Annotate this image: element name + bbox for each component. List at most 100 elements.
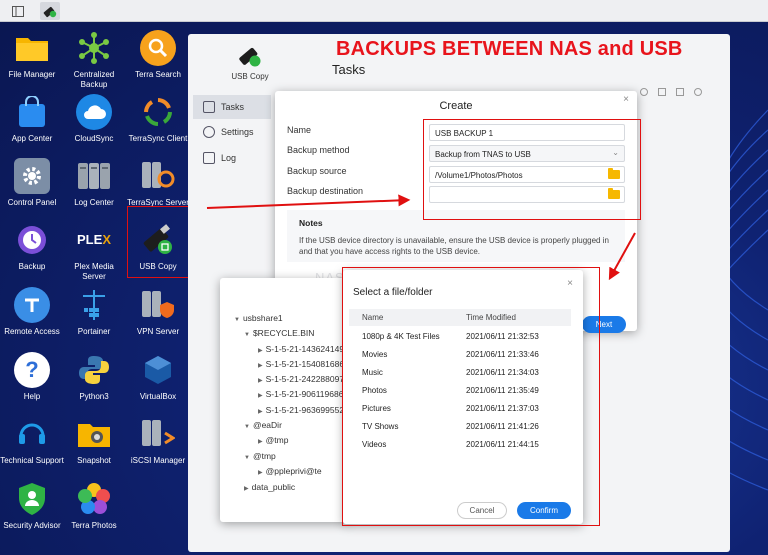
source-field[interactable]: /Volume1/Photos/Photos bbox=[429, 166, 625, 183]
desktop-icon-vpn-server[interactable]: VPN Server bbox=[126, 287, 190, 337]
edit-icon[interactable] bbox=[658, 88, 666, 96]
desktop-icon-snapshot[interactable]: Snapshot bbox=[62, 416, 126, 466]
select-folder-dialog: Select a file/folder × Name Time Modifie… bbox=[343, 270, 583, 524]
tree-node[interactable]: ▶S-1-5-21-1540816861- bbox=[258, 359, 352, 369]
desktop-icon-remote-access[interactable]: Remote Access bbox=[0, 287, 64, 337]
desktop-icon-cloudsync[interactable]: CloudSync bbox=[62, 94, 126, 144]
backup-clock-icon bbox=[14, 222, 50, 258]
row-time: 2021/06/11 21:44:15 bbox=[466, 440, 539, 449]
tree-node[interactable]: ▼$RECYCLE.BIN bbox=[244, 328, 314, 338]
row-name: 1080p & 4K Test Files bbox=[362, 332, 440, 341]
row-time: 2021/06/11 21:32:53 bbox=[466, 332, 539, 341]
network-icon bbox=[76, 30, 112, 66]
desktop-icon-centralized-backup[interactable]: Centralized Backup bbox=[62, 30, 126, 90]
stop-icon[interactable] bbox=[694, 88, 702, 96]
usb-copy-icon[interactable] bbox=[40, 2, 60, 20]
tasks-icon bbox=[203, 101, 215, 113]
sidebar-item-log[interactable]: Log bbox=[193, 146, 271, 170]
table-header: Name Time Modified bbox=[349, 309, 571, 326]
tree-node-label: S-1-5-21-1540816861- bbox=[265, 359, 352, 369]
desktop-icon-backup[interactable]: Backup bbox=[0, 222, 64, 272]
desktop-icon-label: Portainer bbox=[77, 327, 111, 336]
confirm-button[interactable]: Confirm bbox=[517, 502, 571, 519]
tree-node[interactable]: ▼@tmp bbox=[244, 451, 276, 461]
next-button[interactable]: Next bbox=[582, 316, 626, 333]
desktop-icon-iscsi-manager[interactable]: iSCSI Manager bbox=[126, 416, 190, 466]
tree-node[interactable]: ▶S-1-5-21-906119686-3 bbox=[258, 389, 351, 399]
desktop-icon-portainer[interactable]: Portainer bbox=[62, 287, 126, 337]
usb-copy-highlight bbox=[127, 206, 191, 278]
tree-node[interactable]: ▼usbshare1 bbox=[234, 313, 283, 323]
desktop-icon-terrasync-client[interactable]: TerraSync Client bbox=[126, 94, 190, 144]
desktop-icon-security-advisor[interactable]: Security Advisor bbox=[0, 481, 64, 531]
sidebar-item-settings[interactable]: Settings bbox=[193, 120, 271, 144]
desktop-icon-log-center[interactable]: Log Center bbox=[62, 158, 126, 208]
app-label: USB Copy bbox=[231, 72, 269, 81]
tree-arrow-icon: ▶ bbox=[244, 486, 249, 492]
close-icon[interactable]: × bbox=[623, 94, 629, 105]
desktop-icon-python3[interactable]: Python3 bbox=[62, 352, 126, 402]
sidebar-item-tasks[interactable]: Tasks bbox=[193, 95, 271, 119]
log-icon bbox=[76, 158, 112, 194]
server-sync-icon bbox=[140, 158, 176, 194]
desktop-icon-virtualbox[interactable]: VirtualBox bbox=[126, 352, 190, 402]
tree-arrow-icon: ▶ bbox=[258, 470, 263, 476]
tree-node-label: S-1-5-21-1436241498- bbox=[265, 344, 352, 354]
chevron-down-icon: ⌄ bbox=[612, 148, 619, 157]
desktop-icon-terra-photos[interactable]: Terra Photos bbox=[62, 481, 126, 531]
name-field[interactable]: USB BACKUP 1 bbox=[429, 124, 625, 141]
tree-node[interactable]: ▶S-1-5-21-963699552-5 bbox=[258, 405, 352, 415]
tree-arrow-icon: ▼ bbox=[244, 455, 250, 461]
tree-node[interactable]: ▼@eaDir bbox=[244, 420, 282, 430]
desktop-icon-terra-search[interactable]: Terra Search bbox=[126, 30, 190, 80]
toolbar-icon[interactable] bbox=[640, 88, 648, 96]
folder-icon[interactable] bbox=[608, 188, 620, 199]
page-title: Tasks bbox=[332, 62, 366, 77]
tree-node[interactable]: ▶S-1-5-21-2422880977- bbox=[258, 374, 352, 384]
tree-node[interactable]: ▶data_public bbox=[244, 482, 295, 492]
remote-icon bbox=[14, 287, 50, 323]
destination-label: Backup destination bbox=[287, 186, 364, 196]
desktop-icon-terrasync-server[interactable]: TerraSync Server bbox=[126, 158, 190, 208]
flower-icon bbox=[76, 481, 112, 517]
desktop-icon-control-panel[interactable]: Control Panel bbox=[0, 158, 64, 208]
desktop-icon-technical-support[interactable]: Technical Support bbox=[0, 416, 64, 466]
search-icon bbox=[140, 30, 176, 66]
cancel-button[interactable]: Cancel bbox=[457, 502, 507, 519]
desktop-icon-app-center[interactable]: App Center bbox=[0, 94, 64, 144]
desktop-icon-usb-copy[interactable]: USB Copy bbox=[126, 222, 190, 272]
close-icon[interactable]: × bbox=[567, 278, 573, 289]
folder-list-highlight bbox=[342, 267, 600, 526]
delete-icon[interactable] bbox=[676, 88, 684, 96]
dialog-title: Select a file/folder bbox=[353, 287, 433, 298]
desktop-icon-label: TerraSync Server bbox=[127, 198, 189, 207]
notes-box: Notes If the USB device directory is una… bbox=[287, 210, 625, 262]
destination-field[interactable] bbox=[429, 186, 625, 203]
usb-icon bbox=[140, 222, 176, 258]
method-label: Backup method bbox=[287, 145, 350, 155]
sidebar-item-label: Settings bbox=[221, 127, 254, 137]
desktop-icon-file-manager[interactable]: File Manager bbox=[0, 30, 64, 80]
tree-node-label: @tmp bbox=[252, 451, 276, 461]
desktop-icon-help[interactable]: ? Help bbox=[0, 352, 64, 402]
tree-node[interactable]: ▶@tmp bbox=[258, 435, 288, 445]
tree-node[interactable]: ▶@ppleprivi@te bbox=[258, 466, 322, 476]
tree-node[interactable]: ▶S-1-5-21-1436241498- bbox=[258, 344, 352, 354]
tree-arrow-icon: ▼ bbox=[244, 424, 250, 430]
tree-node-label: $RECYCLE.BIN bbox=[252, 328, 315, 338]
desktop-icon-label: Terra Search bbox=[135, 70, 181, 79]
desktop-icon-label: Remote Access bbox=[4, 327, 60, 336]
desktop-icon-label: iSCSI Manager bbox=[130, 456, 186, 465]
table-row[interactable]: 1080p & 4K Test Files 2021/06/11 21:32:53 bbox=[349, 327, 545, 345]
folder-icon[interactable] bbox=[608, 168, 620, 179]
window-icon[interactable] bbox=[8, 2, 28, 20]
method-select[interactable]: Backup from TNAS to USB⌄ bbox=[429, 145, 625, 162]
